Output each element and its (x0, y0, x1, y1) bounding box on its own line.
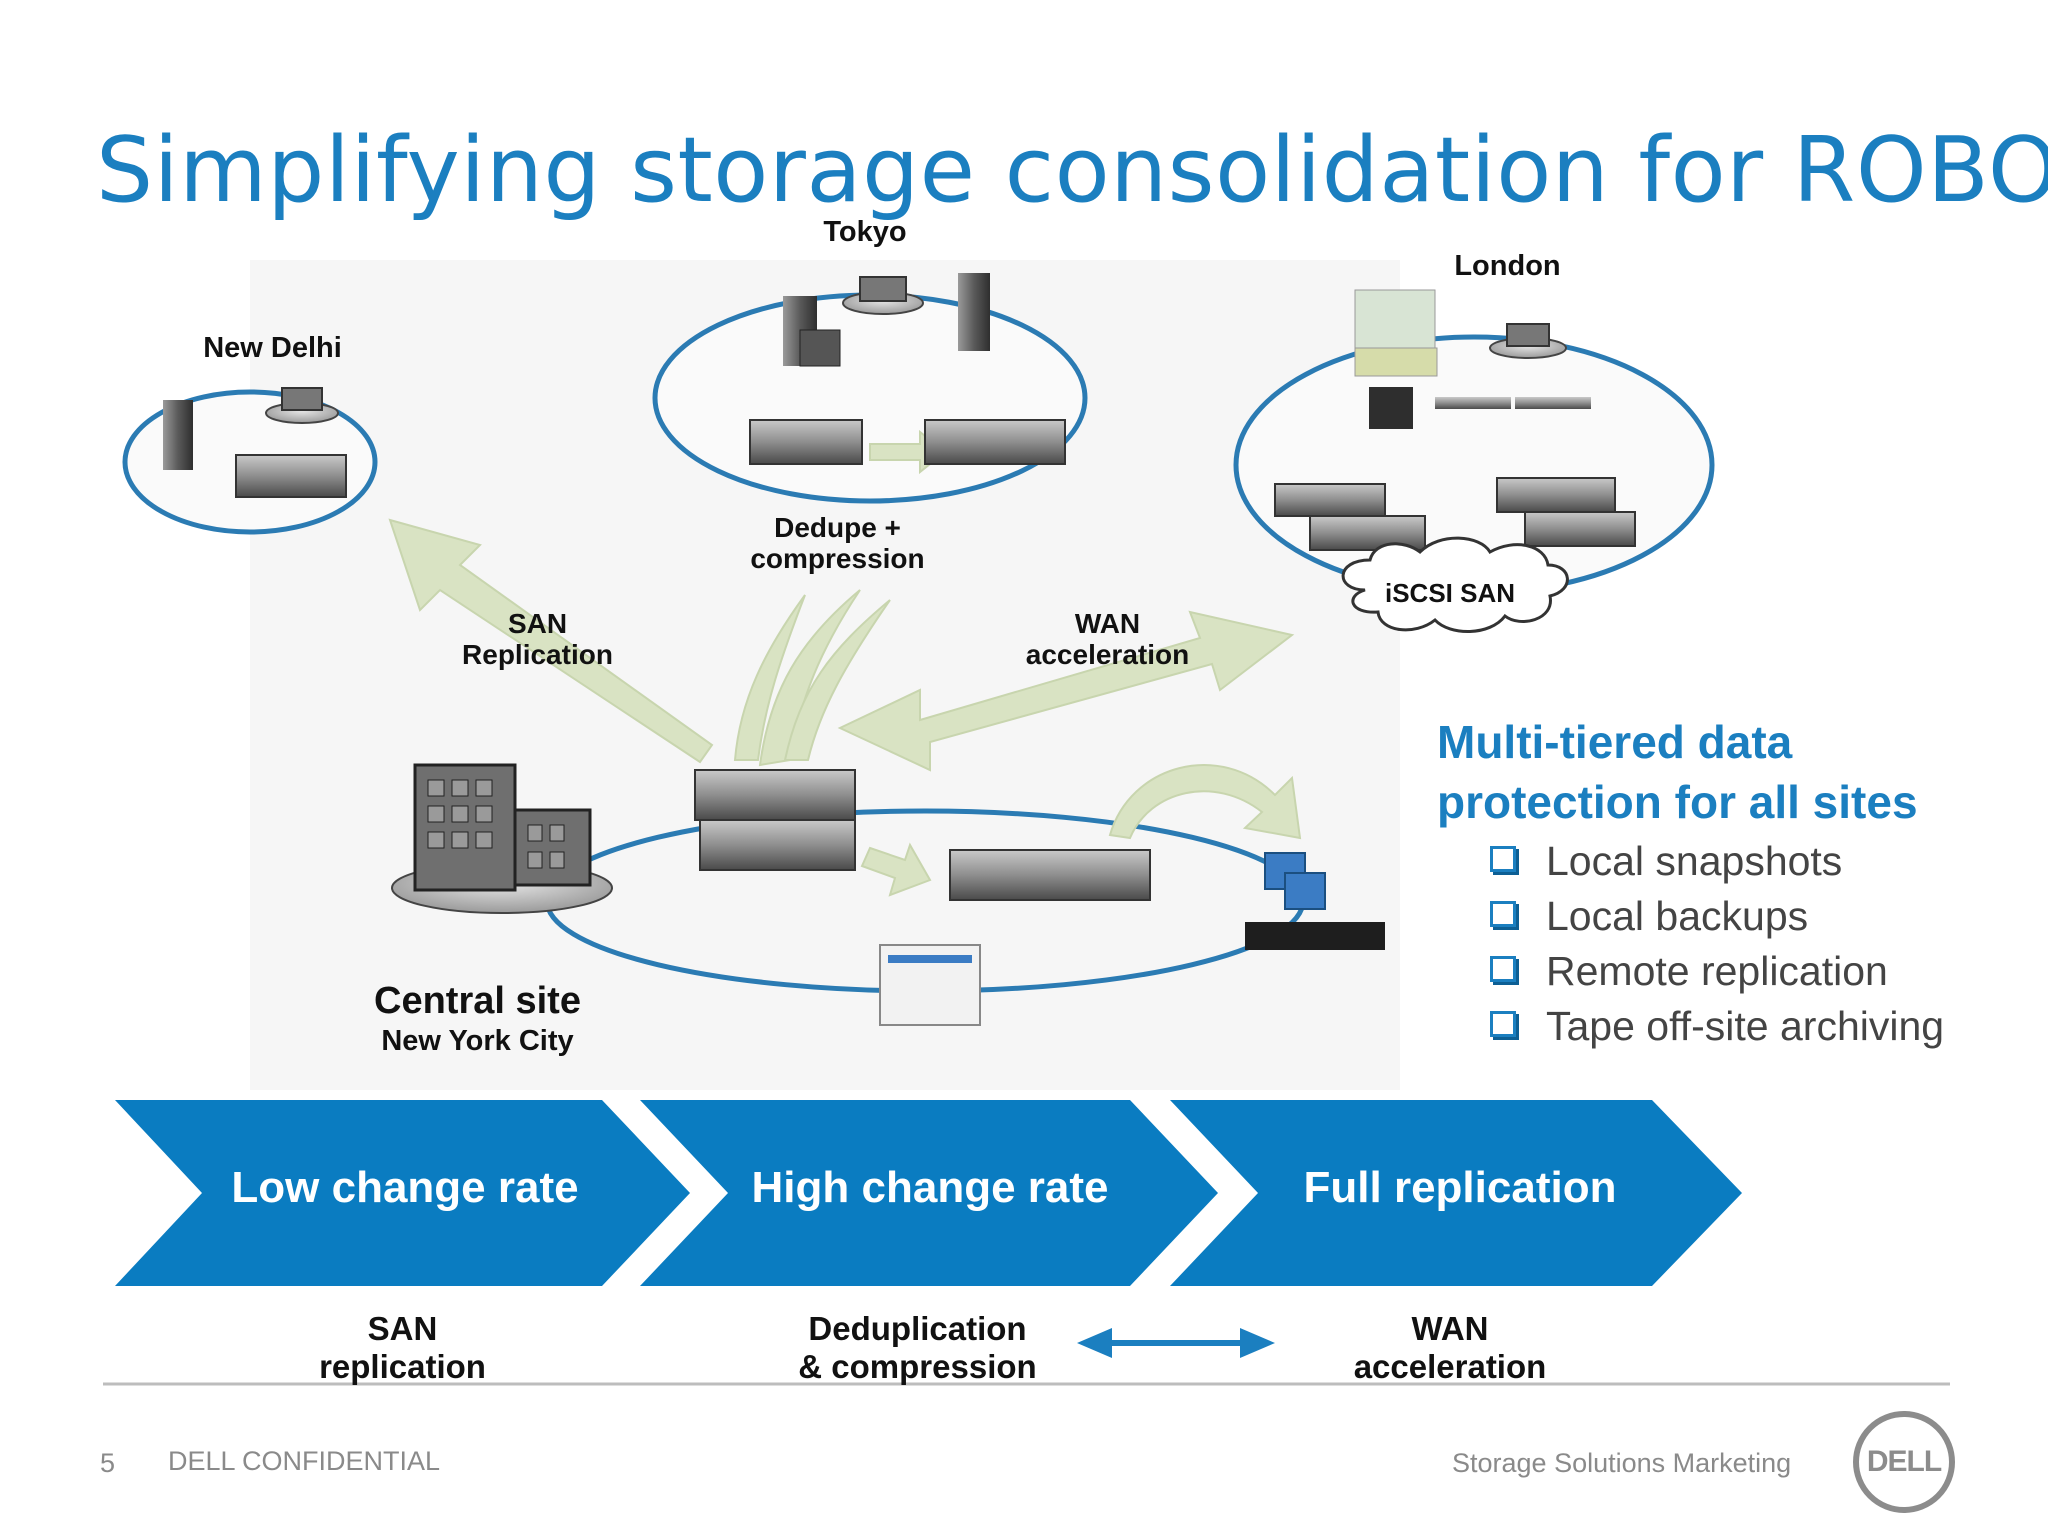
san-replication-label: SAN Replication (430, 608, 645, 670)
tower-server (163, 400, 193, 470)
bottom-label-san-line1: SAN (367, 1310, 438, 1347)
checkbox-bullet-icon (1490, 901, 1516, 927)
site-label-new-delhi: New Delhi (203, 332, 342, 364)
central-site-devices (391, 763, 1385, 1026)
step-full-replication: Full replication (1303, 1163, 1617, 1212)
storage-array (235, 454, 347, 498)
bullet-item: Local snapshots (1490, 834, 1944, 889)
wan-line2: acceleration (1025, 639, 1190, 670)
tape-library (1245, 922, 1385, 950)
london-devices (1274, 289, 1636, 633)
bottom-label-san-line2: replication (319, 1348, 486, 1385)
site-label-london: London (1454, 250, 1561, 282)
replication-arrows (388, 429, 1302, 897)
bottom-label-dedup: Deduplication & compression (760, 1310, 1075, 1386)
process-chevrons (115, 1100, 1742, 1286)
dedupe-stream-3 (733, 594, 806, 761)
bottom-label-san: SAN replication (280, 1310, 525, 1386)
site-label-tokyo: Tokyo (823, 216, 907, 248)
confidential-label: DELL CONFIDENTIAL (168, 1446, 441, 1476)
chevron-low-change-rate (115, 1100, 690, 1286)
protection-bullet-list: Local snapshots Local backups Remote rep… (1490, 834, 1944, 1054)
checkbox-bullet-icon (1490, 956, 1516, 982)
bullet-text: Tape off-site archiving (1546, 1003, 1945, 1049)
dell-logo-ring (1853, 1411, 1955, 1513)
local-replication-arrow (860, 842, 932, 897)
dedupe-line2: compression (750, 543, 925, 574)
dedupe-stream-2 (783, 599, 891, 761)
iscsi-cloud (1341, 536, 1569, 633)
san-replication-line2: Replication (462, 639, 613, 670)
bottom-label-wan-line1: WAN (1411, 1310, 1489, 1347)
secondary-array (949, 849, 1151, 901)
page-number: 5 (100, 1448, 116, 1478)
central-site-title: Central site (374, 980, 581, 1022)
chevron-high-change-rate (640, 1100, 1218, 1286)
bullet-item: Remote replication (1490, 944, 1944, 999)
wan-acceleration-arrow (837, 610, 1295, 772)
bottom-label-dedup-line2: & compression (798, 1348, 1037, 1385)
protection-heading: Multi-tiered data protection for all sit… (1437, 712, 1918, 832)
wan-acceleration-label: WAN acceleration (1010, 608, 1205, 670)
protection-heading-line2: protection for all sites (1437, 776, 1918, 828)
primary-array (694, 769, 856, 821)
new-delhi-devices (163, 387, 347, 498)
checkbox-bullet-icon (1490, 1011, 1516, 1037)
step-low-change-rate: Low change rate (231, 1163, 579, 1212)
checkbox-bullet-icon (1490, 846, 1516, 872)
tokyo-devices (749, 273, 1066, 465)
central-site-subtitle: New York City (381, 1025, 574, 1057)
double-arrow (1077, 1328, 1275, 1358)
slide-title: Simplifying storage consolidation for RO… (96, 118, 2048, 223)
san-replication-arrow (388, 518, 714, 764)
dedupe-line1: Dedupe + (774, 512, 901, 543)
chevron-full-replication (1170, 1100, 1742, 1286)
wan-line1: WAN (1074, 608, 1141, 639)
bottom-label-dedup-line1: Deduplication (808, 1310, 1027, 1347)
iscsi-san-label: iSCSI SAN (1384, 578, 1516, 608)
step-high-change-rate: High change rate (751, 1163, 1109, 1212)
building-small (281, 387, 323, 411)
bullet-text: Local backups (1546, 893, 1809, 939)
bottom-label-wan: WAN acceleration (1320, 1310, 1580, 1386)
bullet-text: Remote replication (1546, 948, 1888, 994)
bottom-label-wan-line2: acceleration (1353, 1348, 1547, 1385)
bullet-item: Tape off-site archiving (1490, 999, 1944, 1054)
bullet-item: Local backups (1490, 889, 1944, 944)
department-label: Storage Solutions Marketing (1452, 1448, 1792, 1478)
dell-logo: DELL (1866, 1445, 1942, 1478)
san-replication-line1: SAN (507, 608, 568, 639)
backup-curve-arrow (1108, 764, 1302, 840)
bullet-text: Local snapshots (1546, 838, 1843, 884)
tokyo-ring (652, 292, 1088, 504)
protection-heading-line1: Multi-tiered data (1437, 716, 1793, 768)
dedupe-label: Dedupe + compression (720, 512, 955, 574)
